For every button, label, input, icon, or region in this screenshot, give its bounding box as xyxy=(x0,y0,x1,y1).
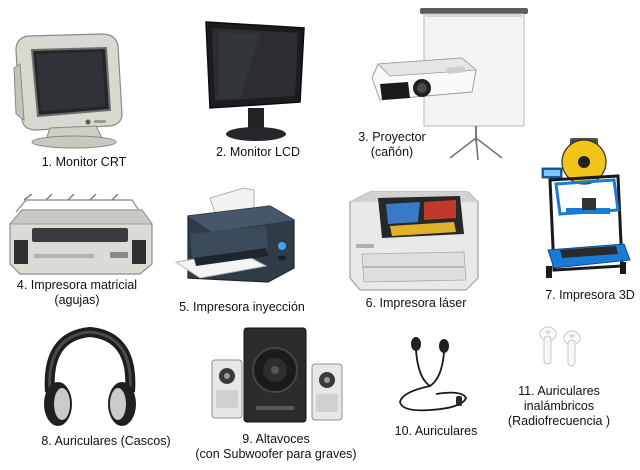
projector-icon xyxy=(371,8,528,160)
dot-matrix-printer-icon xyxy=(9,194,153,275)
caption-earphones: 10. Auriculares xyxy=(394,424,478,438)
caption-dot-matrix-printer: 4. Impresora matricial (agujas) xyxy=(16,278,138,307)
caption-headphones: 8. Auriculares (Cascos) xyxy=(41,434,171,448)
caption-speakers: 9. Altavoces (con Subwoofer para graves) xyxy=(195,432,357,461)
wireless-earbuds-icon xyxy=(539,326,581,367)
headphones-icon xyxy=(44,326,136,426)
laser-printer-icon xyxy=(349,191,479,291)
lcd-monitor-icon xyxy=(205,21,305,141)
caption-inkjet-printer: 5. Impresora inyección xyxy=(179,300,305,314)
caption-projector: 3. Proyector (cañón) xyxy=(358,130,426,159)
caption-monitor-lcd: 2. Monitor LCD xyxy=(215,145,301,159)
3d-printer-icon xyxy=(541,138,631,278)
speakers-subwoofer-icon xyxy=(211,327,343,423)
earphones-icon xyxy=(399,337,467,412)
caption-wireless-earbuds: 11. Auriculares inalámbricos (Radiofrecu… xyxy=(507,384,611,428)
crt-monitor-icon xyxy=(13,33,123,149)
caption-monitor-crt: 1. Monitor CRT xyxy=(41,155,127,169)
inkjet-printer-icon xyxy=(174,187,295,283)
caption-laser-printer: 6. Impresora láser xyxy=(365,296,467,310)
caption-3d-printer: 7. Impresora 3D xyxy=(545,288,635,302)
